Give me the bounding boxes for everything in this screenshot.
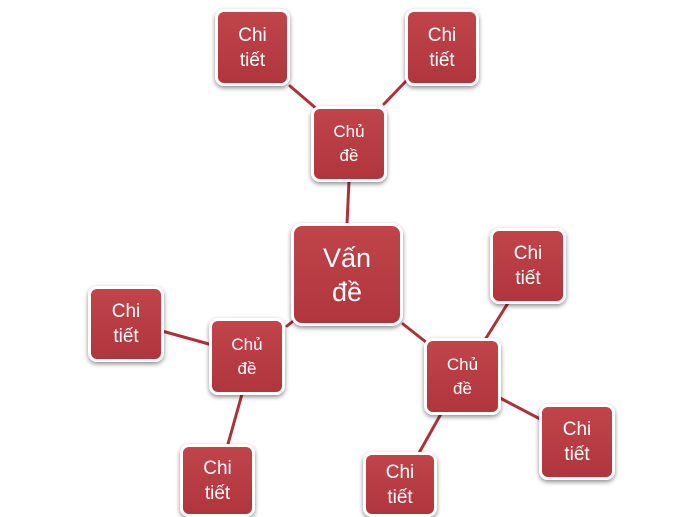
- connector-topic-right-detail-top: [481, 301, 510, 345]
- detail-node-right-top[interactable]: Chi tiết: [490, 228, 566, 304]
- connector-topic-left-detail-left: [160, 329, 218, 348]
- connector-topic-right-detail-right: [498, 396, 544, 422]
- center-label: Vấn đề: [322, 242, 372, 307]
- detail-node-top-left[interactable]: Chi tiết: [215, 9, 290, 86]
- topic-node-left[interactable]: Chủ đề: [209, 318, 285, 395]
- detail-label: Chi tiết: [385, 461, 415, 508]
- topic-label: Chủ đề: [446, 354, 479, 398]
- connector-center-topic-top: [345, 179, 351, 226]
- detail-label: Chi tiết: [238, 24, 267, 71]
- detail-label: Chi tiết: [111, 301, 141, 347]
- detail-node-bottom-left[interactable]: Chi tiết: [180, 444, 255, 517]
- topic-node-right[interactable]: Chủ đề: [424, 338, 501, 415]
- connector-topic-right-detail-bottom: [417, 410, 444, 455]
- detail-node-left[interactable]: Chi tiết: [88, 286, 164, 362]
- center-node[interactable]: Vấn đề: [291, 223, 403, 326]
- detail-label: Chi tiết: [427, 24, 457, 71]
- topic-label: Chủ đề: [231, 334, 263, 378]
- detail-node-bottom-right[interactable]: Chi tiết: [363, 452, 437, 517]
- detail-label: Chi tiết: [203, 457, 232, 504]
- connector-topic-top-detail-right: [382, 76, 411, 106]
- detail-label: Chi tiết: [562, 419, 592, 465]
- topic-node-top[interactable]: Chủ đề: [311, 106, 387, 182]
- connector-topic-left-detail-bottom: [226, 392, 244, 446]
- connector-topic-top-detail-left: [288, 84, 320, 112]
- topic-label: Chủ đề: [333, 122, 365, 165]
- detail-node-right[interactable]: Chi tiết: [539, 404, 615, 480]
- detail-node-top-right[interactable]: Chi tiết: [405, 9, 479, 86]
- detail-label: Chi tiết: [513, 243, 543, 289]
